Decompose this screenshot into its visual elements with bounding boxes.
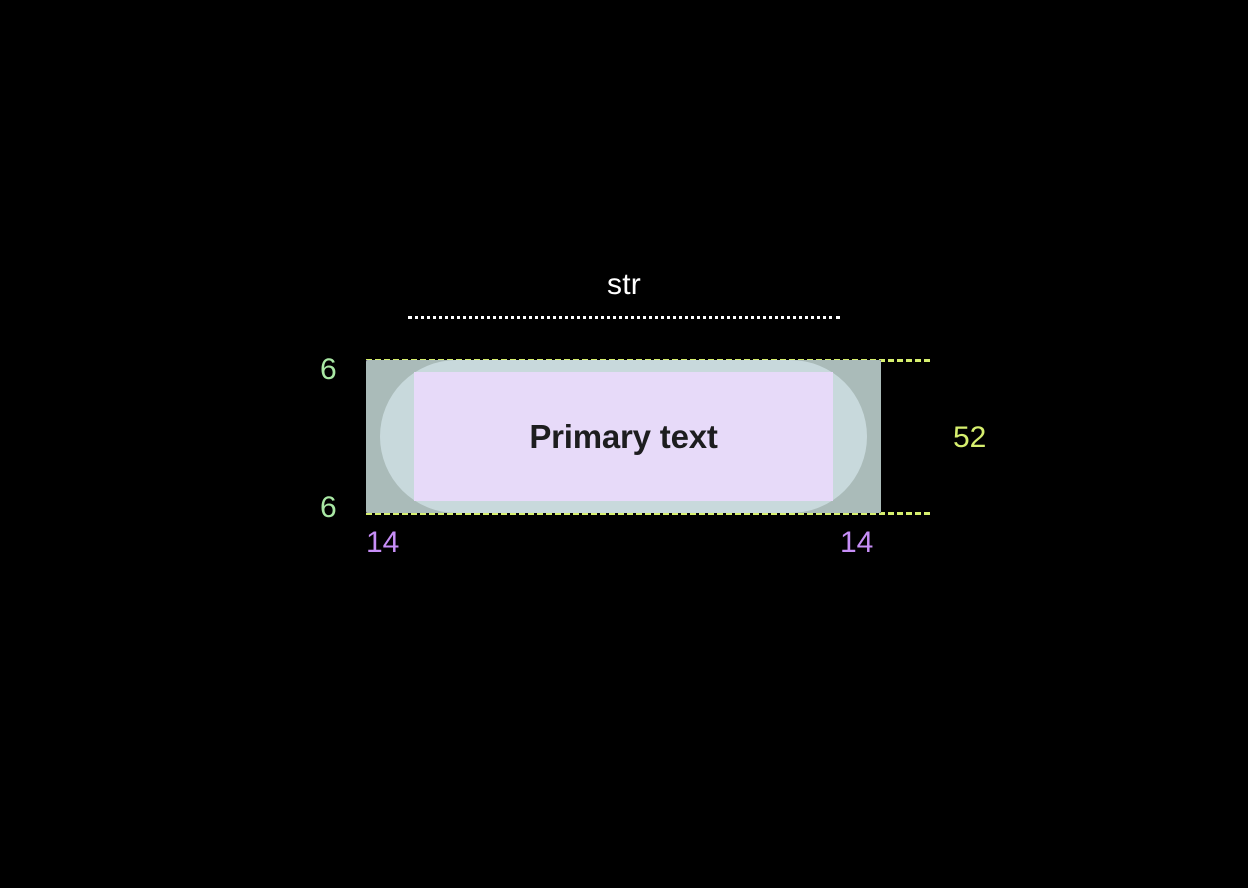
- padding-bottom-measurement: 6: [320, 491, 337, 524]
- string-annotation-label: str: [607, 268, 641, 301]
- total-height-measurement: 52: [953, 421, 987, 454]
- padding-top-measurement: 6: [320, 353, 337, 386]
- content-layer: Primary text: [414, 372, 833, 501]
- inspected-component[interactable]: Primary text: [366, 360, 881, 513]
- inset-left-measurement: 14: [366, 526, 400, 559]
- string-annotation-rule: [408, 316, 840, 319]
- primary-text-label: Primary text: [529, 417, 718, 455]
- inset-right-measurement: 14: [840, 526, 874, 559]
- bottom-extension-guide: [366, 512, 930, 515]
